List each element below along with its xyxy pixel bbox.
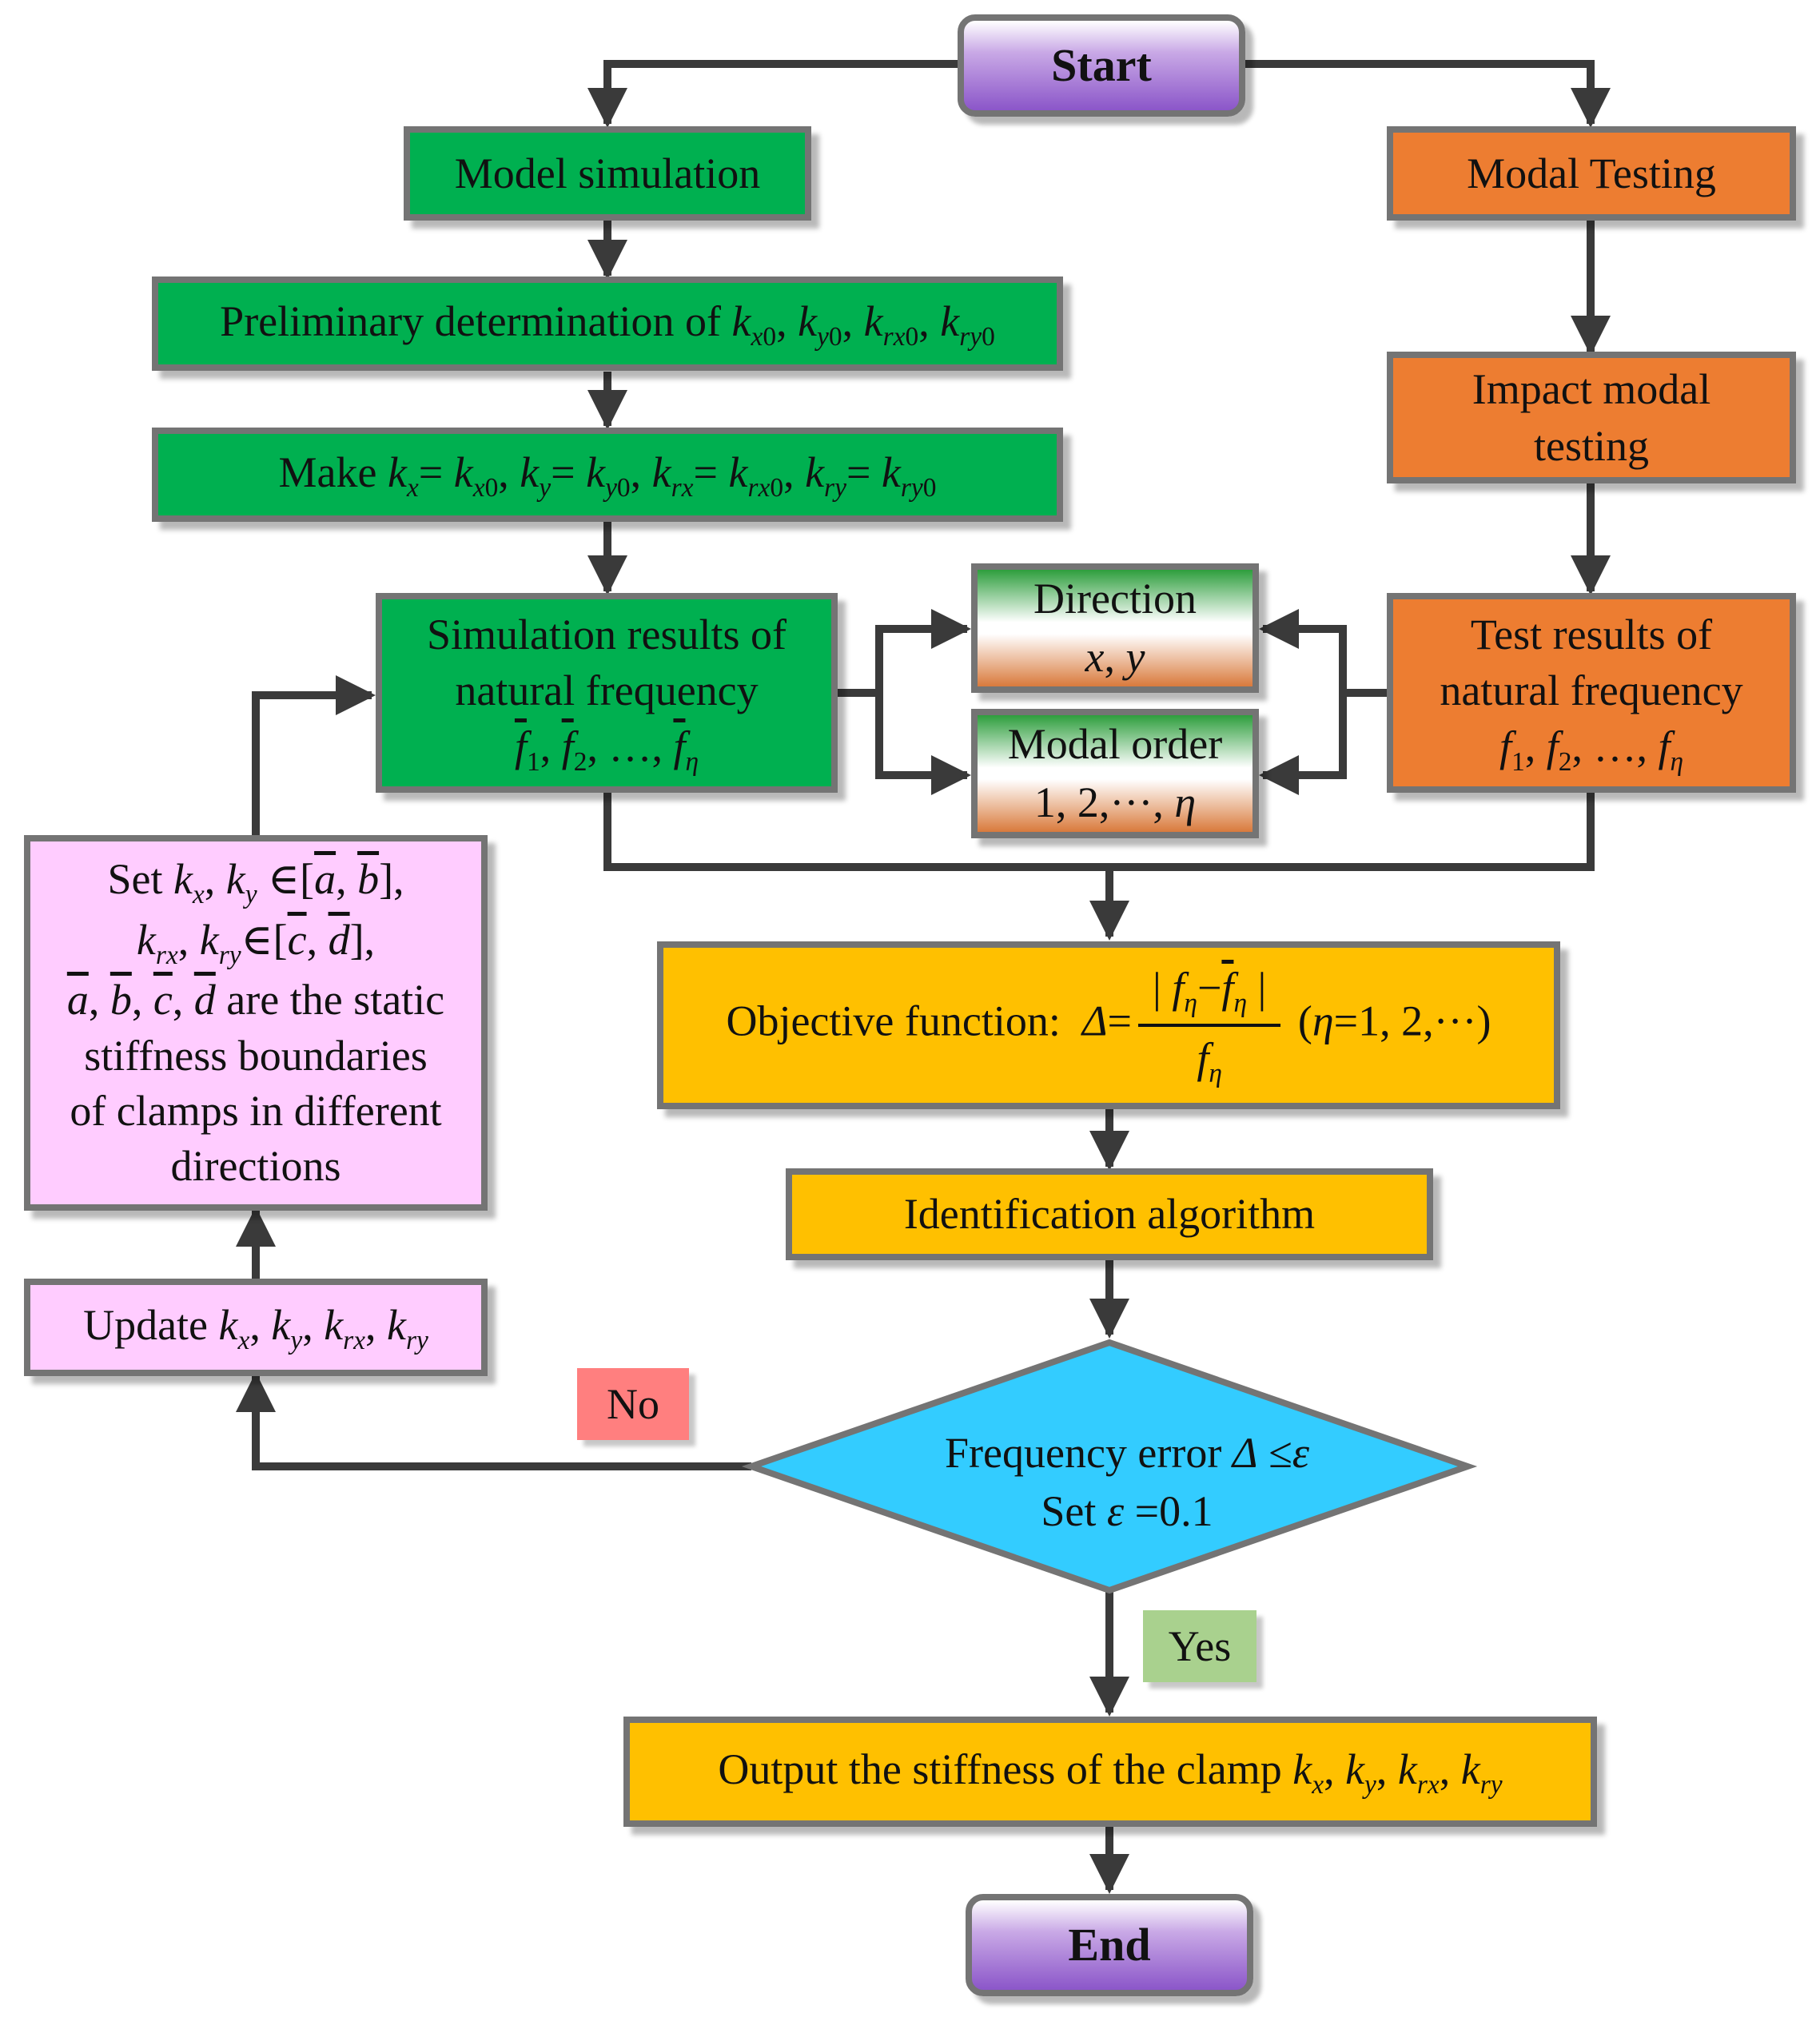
arrow-sim-to-modal-order: [875, 693, 971, 795]
decision-line-1: Frequency error Δ ≤ε: [945, 1429, 1309, 1478]
modal-order-box: Modal order 1, 2,···, η: [971, 709, 1259, 838]
bounds-line-6: directions: [170, 1141, 341, 1190]
output-stiffness-label: Output the stiffness of the clamp kx, ky…: [718, 1745, 1503, 1800]
simulation-results-box: Simulation results of natural frequency …: [376, 593, 838, 793]
objective-fraction: | fη−fη | fη: [1138, 960, 1281, 1092]
objective-function-box: Objective function: Δ=| fη−fη |fη (η=1, …: [657, 941, 1560, 1109]
arrow-sim-to-direction: [835, 609, 971, 697]
decision-diamond: [741, 1339, 1478, 1594]
objective-function-formula: Objective function: Δ=| fη−fη |fη (η=1, …: [726, 960, 1491, 1092]
direction-box: Direction x, y: [971, 563, 1259, 693]
start-label: Start: [1051, 39, 1152, 92]
no-branch-tag: No: [577, 1368, 689, 1440]
modal-order-values: 1, 2,···, η: [1033, 778, 1197, 826]
simulation-results-line-3: f1, f2, …, fη: [514, 722, 699, 777]
impact-line-1: Impact modal: [1472, 365, 1711, 414]
model-simulation-label: Model simulation: [454, 149, 761, 197]
preliminary-determination-label: Preliminary determination of kx0, ky0, k…: [220, 296, 995, 352]
objective-range: (η=1, 2,···): [1297, 997, 1491, 1045]
output-stiffness-box: Output the stiffness of the clamp kx, ky…: [623, 1717, 1597, 1827]
no-branch-label: No: [607, 1380, 659, 1428]
identification-algorithm-box: Identification algorithm: [786, 1168, 1433, 1260]
initial-assignment-label: Make kx= kx0, ky= ky0, krx= krx0, kry= k…: [278, 448, 937, 503]
identification-algorithm-label: Identification algorithm: [903, 1190, 1316, 1239]
stiffness-bounds-box: Set kx, ky ∈[a, b], krx, kry∈[c, d], a, …: [24, 835, 488, 1211]
arrow-merge-to-objective: [603, 791, 1595, 937]
initial-assignment-box: Make kx= kx0, ky= ky0, krx= krx0, kry= k…: [152, 428, 1063, 522]
objective-denominator: fη: [1197, 1034, 1222, 1088]
decision-text: Frequency error Δ ≤ε Set ε =0.1: [823, 1422, 1431, 1542]
bounds-line-5: of clamps in different: [70, 1086, 442, 1135]
objective-numerator: | fη−fη |: [1138, 960, 1281, 1027]
arrow-start-to-model-simulation: [587, 60, 959, 128]
modal-testing-box: Modal Testing: [1387, 126, 1796, 221]
update-stiffness-box: Update kx, ky, krx, kry: [24, 1279, 488, 1376]
model-simulation-box: Model simulation: [404, 126, 811, 221]
yes-branch-label: Yes: [1168, 1622, 1232, 1670]
test-results-box: Test results of natural frequency f1, f2…: [1387, 593, 1796, 793]
arrow-decision-no-to-update: [236, 1372, 751, 1470]
bounds-line-4: stiffness boundaries: [84, 1031, 428, 1080]
arrow-test-to-modal-order: [1259, 693, 1347, 795]
arrow-set-bounds-to-sim-results: [252, 675, 376, 835]
simulation-results-line-2: natural frequency: [455, 666, 759, 714]
direction-title: Direction: [1033, 575, 1197, 623]
impact-modal-testing-box: Impact modal testing: [1387, 352, 1796, 483]
objective-delta: Δ: [1081, 997, 1108, 1045]
direction-values: x, y: [1085, 633, 1145, 681]
objective-label: Objective function:: [726, 997, 1061, 1045]
decision-line-2: Set ε =0.1: [1041, 1487, 1213, 1535]
start-terminal: Start: [958, 14, 1245, 117]
arrow-start-to-modal-testing: [1243, 60, 1611, 128]
bounds-line-3: a, b, c, d are the static: [66, 976, 445, 1024]
bounds-line-2: krx, kry∈[c, d],: [136, 915, 376, 970]
simulation-results-line-1: Simulation results of: [427, 610, 787, 658]
modal-testing-label: Modal Testing: [1467, 149, 1716, 197]
modal-order-title: Modal order: [1007, 720, 1223, 769]
end-terminal: End: [966, 1894, 1253, 1996]
preliminary-determination-box: Preliminary determination of kx0, ky0, k…: [152, 277, 1063, 371]
bounds-line-1: Set kx, ky ∈[a, b],: [107, 855, 404, 909]
end-label: End: [1068, 1919, 1151, 1971]
test-results-line-2: natural frequency: [1440, 666, 1743, 714]
impact-line-2: testing: [1534, 421, 1649, 470]
test-results-line-1: Test results of: [1470, 610, 1713, 658]
update-stiffness-label: Update kx, ky, krx, kry: [83, 1300, 428, 1355]
arrow-test-to-direction: [1259, 609, 1387, 697]
test-results-line-3: f1, f2, …, fη: [1499, 722, 1684, 777]
yes-branch-tag: Yes: [1143, 1610, 1256, 1682]
